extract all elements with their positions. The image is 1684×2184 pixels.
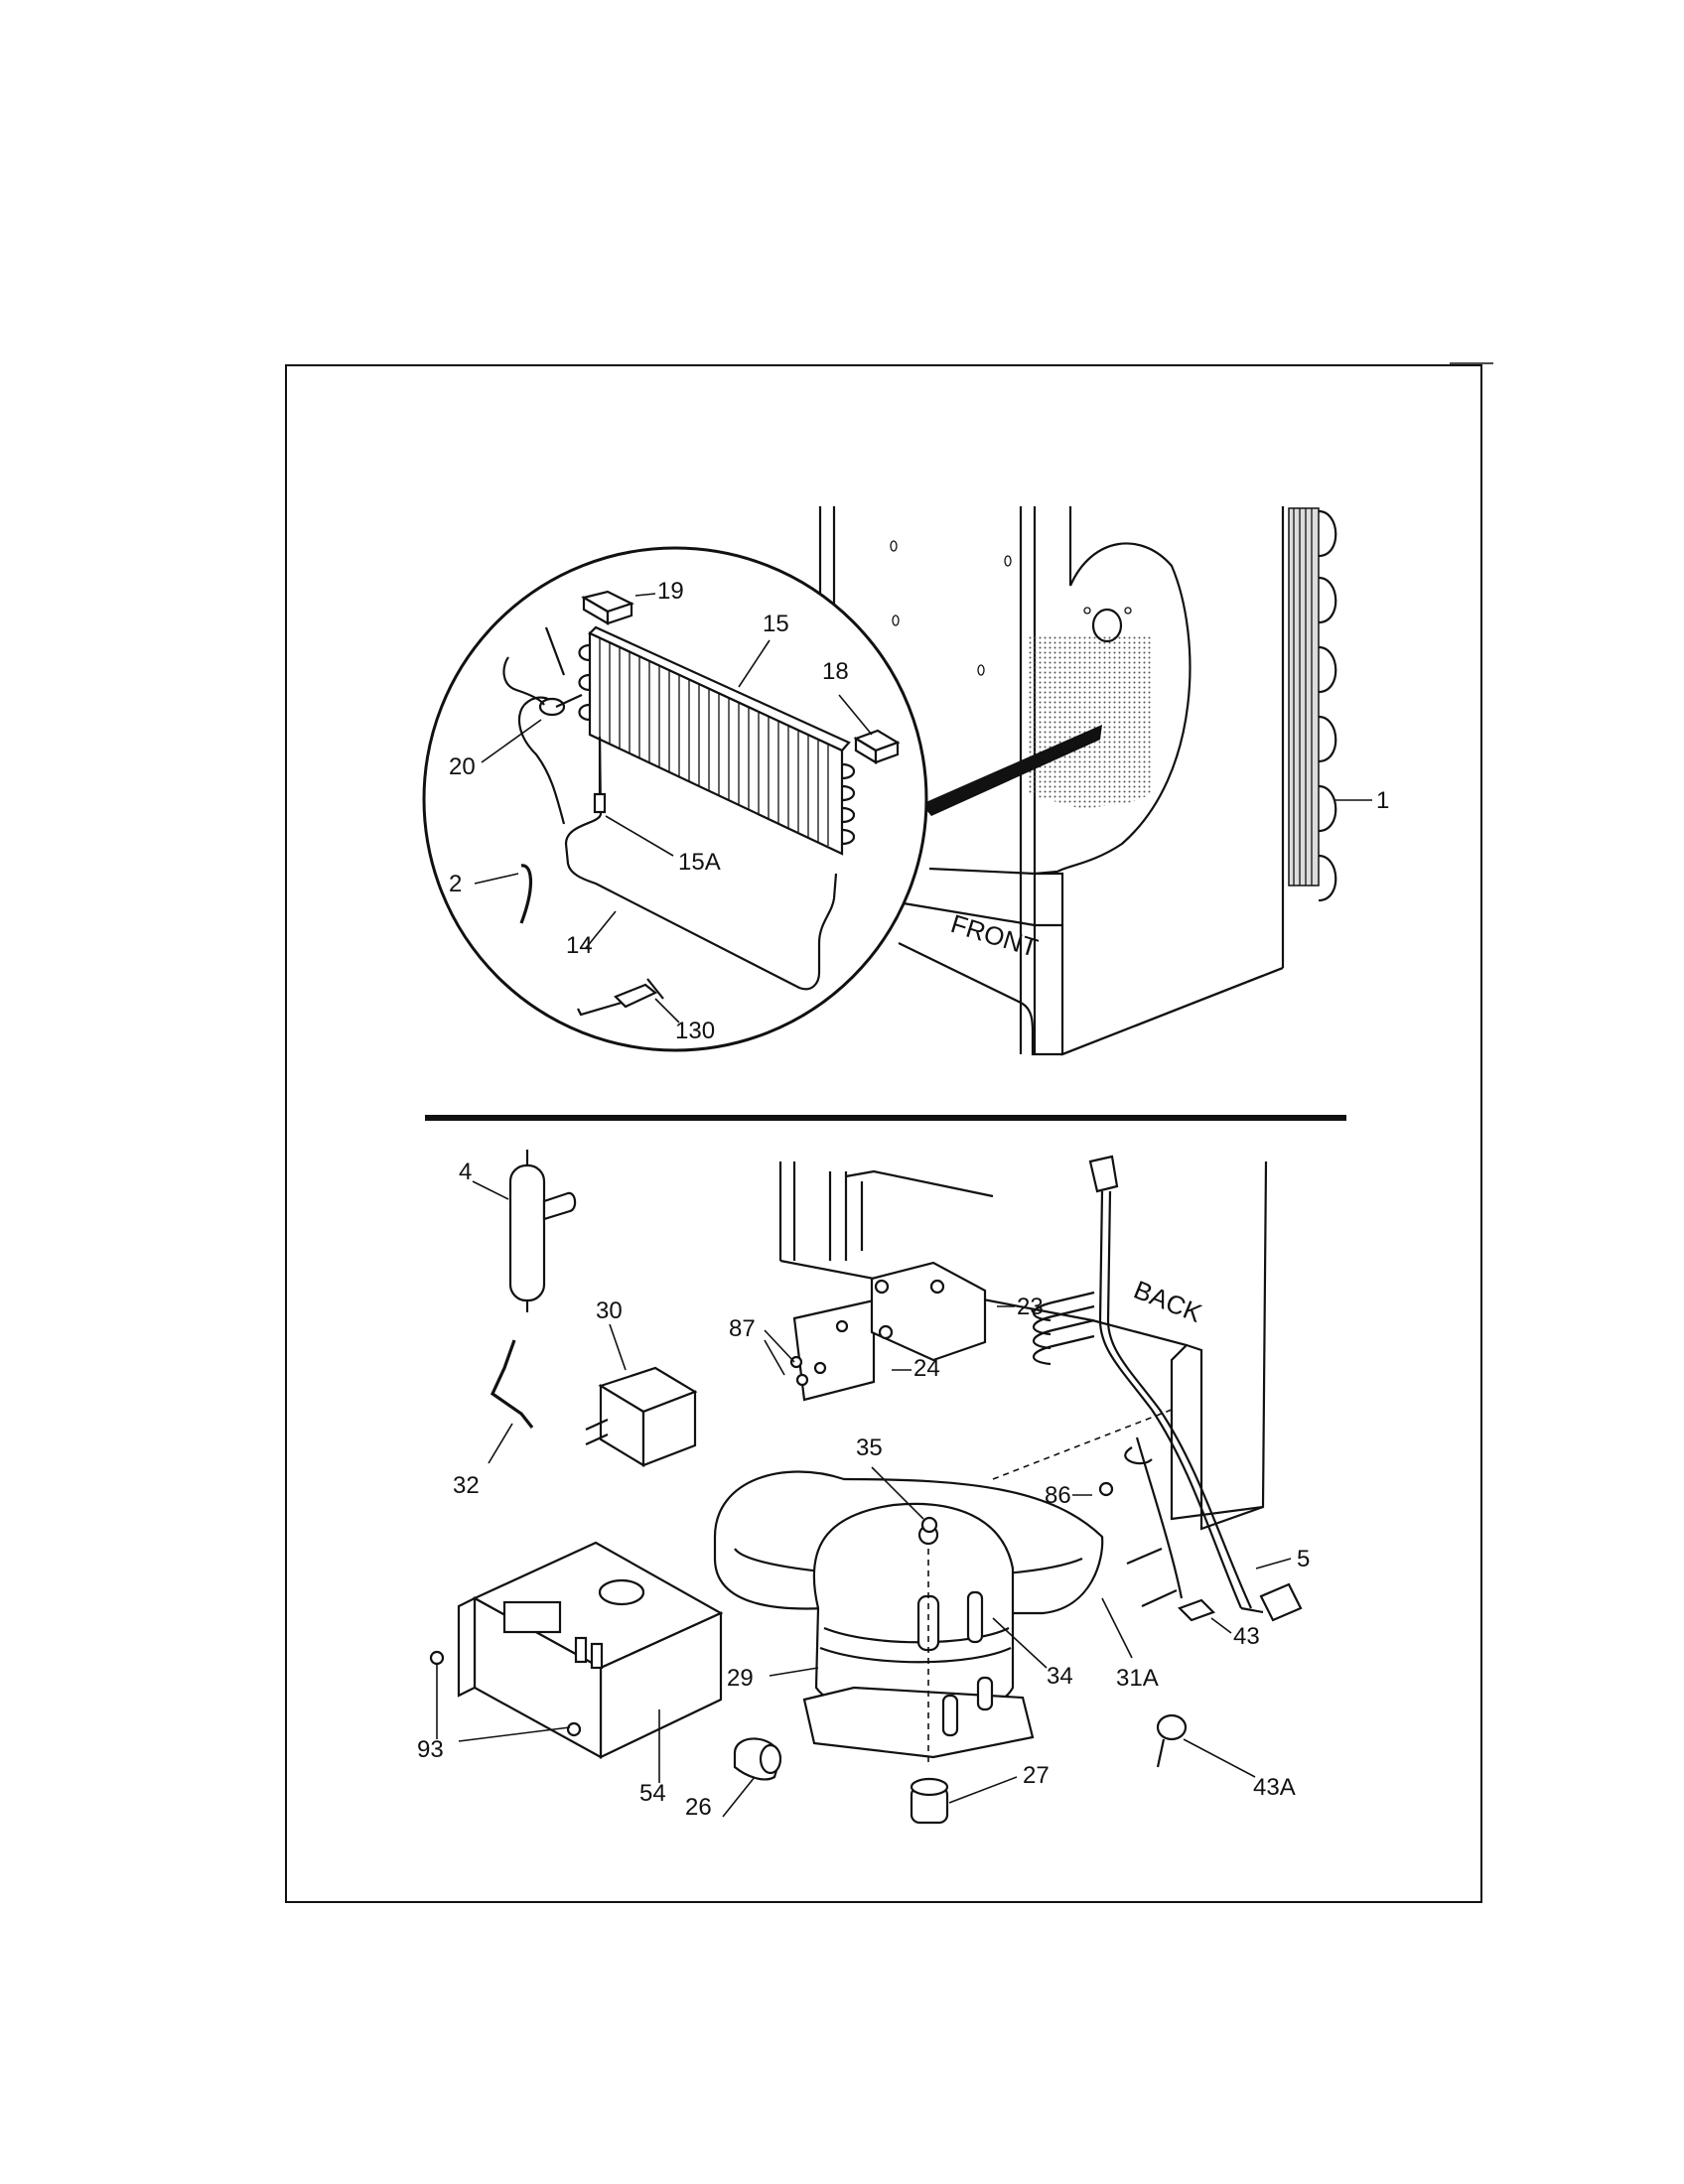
back-label: BACK bbox=[1130, 1275, 1206, 1329]
defrost-timer bbox=[792, 1261, 987, 1402]
callout-29: 29 bbox=[727, 1665, 754, 1692]
callout-43: 43 bbox=[1233, 1623, 1260, 1650]
callout-24: 24 bbox=[913, 1355, 940, 1382]
control-box bbox=[457, 1541, 724, 1759]
callout-26: 26 bbox=[685, 1794, 712, 1821]
condenser-coil bbox=[1288, 507, 1337, 902]
callout-14: 14 bbox=[566, 932, 593, 959]
detail-pointer bbox=[921, 725, 1102, 816]
callout-86: 86 bbox=[1045, 1482, 1071, 1509]
grommet-26 bbox=[733, 1737, 782, 1781]
callout-1: 1 bbox=[1376, 787, 1389, 814]
cabinet-lower bbox=[778, 1155, 1303, 1622]
callout-20: 20 bbox=[449, 753, 476, 780]
shadow-region bbox=[1028, 635, 1152, 809]
callout-5: 5 bbox=[1297, 1546, 1310, 1572]
callout-15a: 15A bbox=[678, 849, 721, 876]
callout-34: 34 bbox=[1047, 1663, 1073, 1690]
screws bbox=[429, 1355, 1114, 1737]
callout-130: 130 bbox=[675, 1018, 715, 1044]
defrost-parts bbox=[502, 590, 901, 1017]
callout-18: 18 bbox=[822, 658, 849, 685]
capillary-tube bbox=[490, 1339, 534, 1429]
lower-leaders bbox=[436, 1180, 1292, 1818]
filter-drier bbox=[508, 1150, 577, 1312]
callout-87: 87 bbox=[729, 1315, 756, 1342]
diagram-frame bbox=[285, 364, 1482, 1903]
callout-30: 30 bbox=[596, 1297, 623, 1324]
evaporator bbox=[578, 625, 856, 856]
start-relay bbox=[585, 1366, 698, 1467]
callout-93: 93 bbox=[417, 1736, 444, 1763]
cord-clips bbox=[1156, 1598, 1215, 1768]
detail-magnifier bbox=[422, 546, 928, 1052]
callout-2: 2 bbox=[449, 871, 462, 897]
callout-31a: 31A bbox=[1116, 1665, 1159, 1692]
callout-27: 27 bbox=[1023, 1762, 1050, 1789]
callout-4: 4 bbox=[459, 1159, 472, 1185]
callout-19: 19 bbox=[657, 578, 684, 605]
upper-leaders bbox=[474, 593, 1372, 1024]
callout-54: 54 bbox=[639, 1780, 666, 1807]
grommet-27 bbox=[910, 1777, 949, 1825]
compressor bbox=[802, 1502, 1035, 1767]
callout-23: 23 bbox=[1017, 1294, 1044, 1320]
callout-43a: 43A bbox=[1253, 1774, 1296, 1801]
front-label: FRONT bbox=[947, 908, 1042, 963]
callout-32: 32 bbox=[453, 1472, 480, 1499]
callout-35: 35 bbox=[856, 1434, 883, 1461]
callout-15: 15 bbox=[763, 611, 789, 637]
